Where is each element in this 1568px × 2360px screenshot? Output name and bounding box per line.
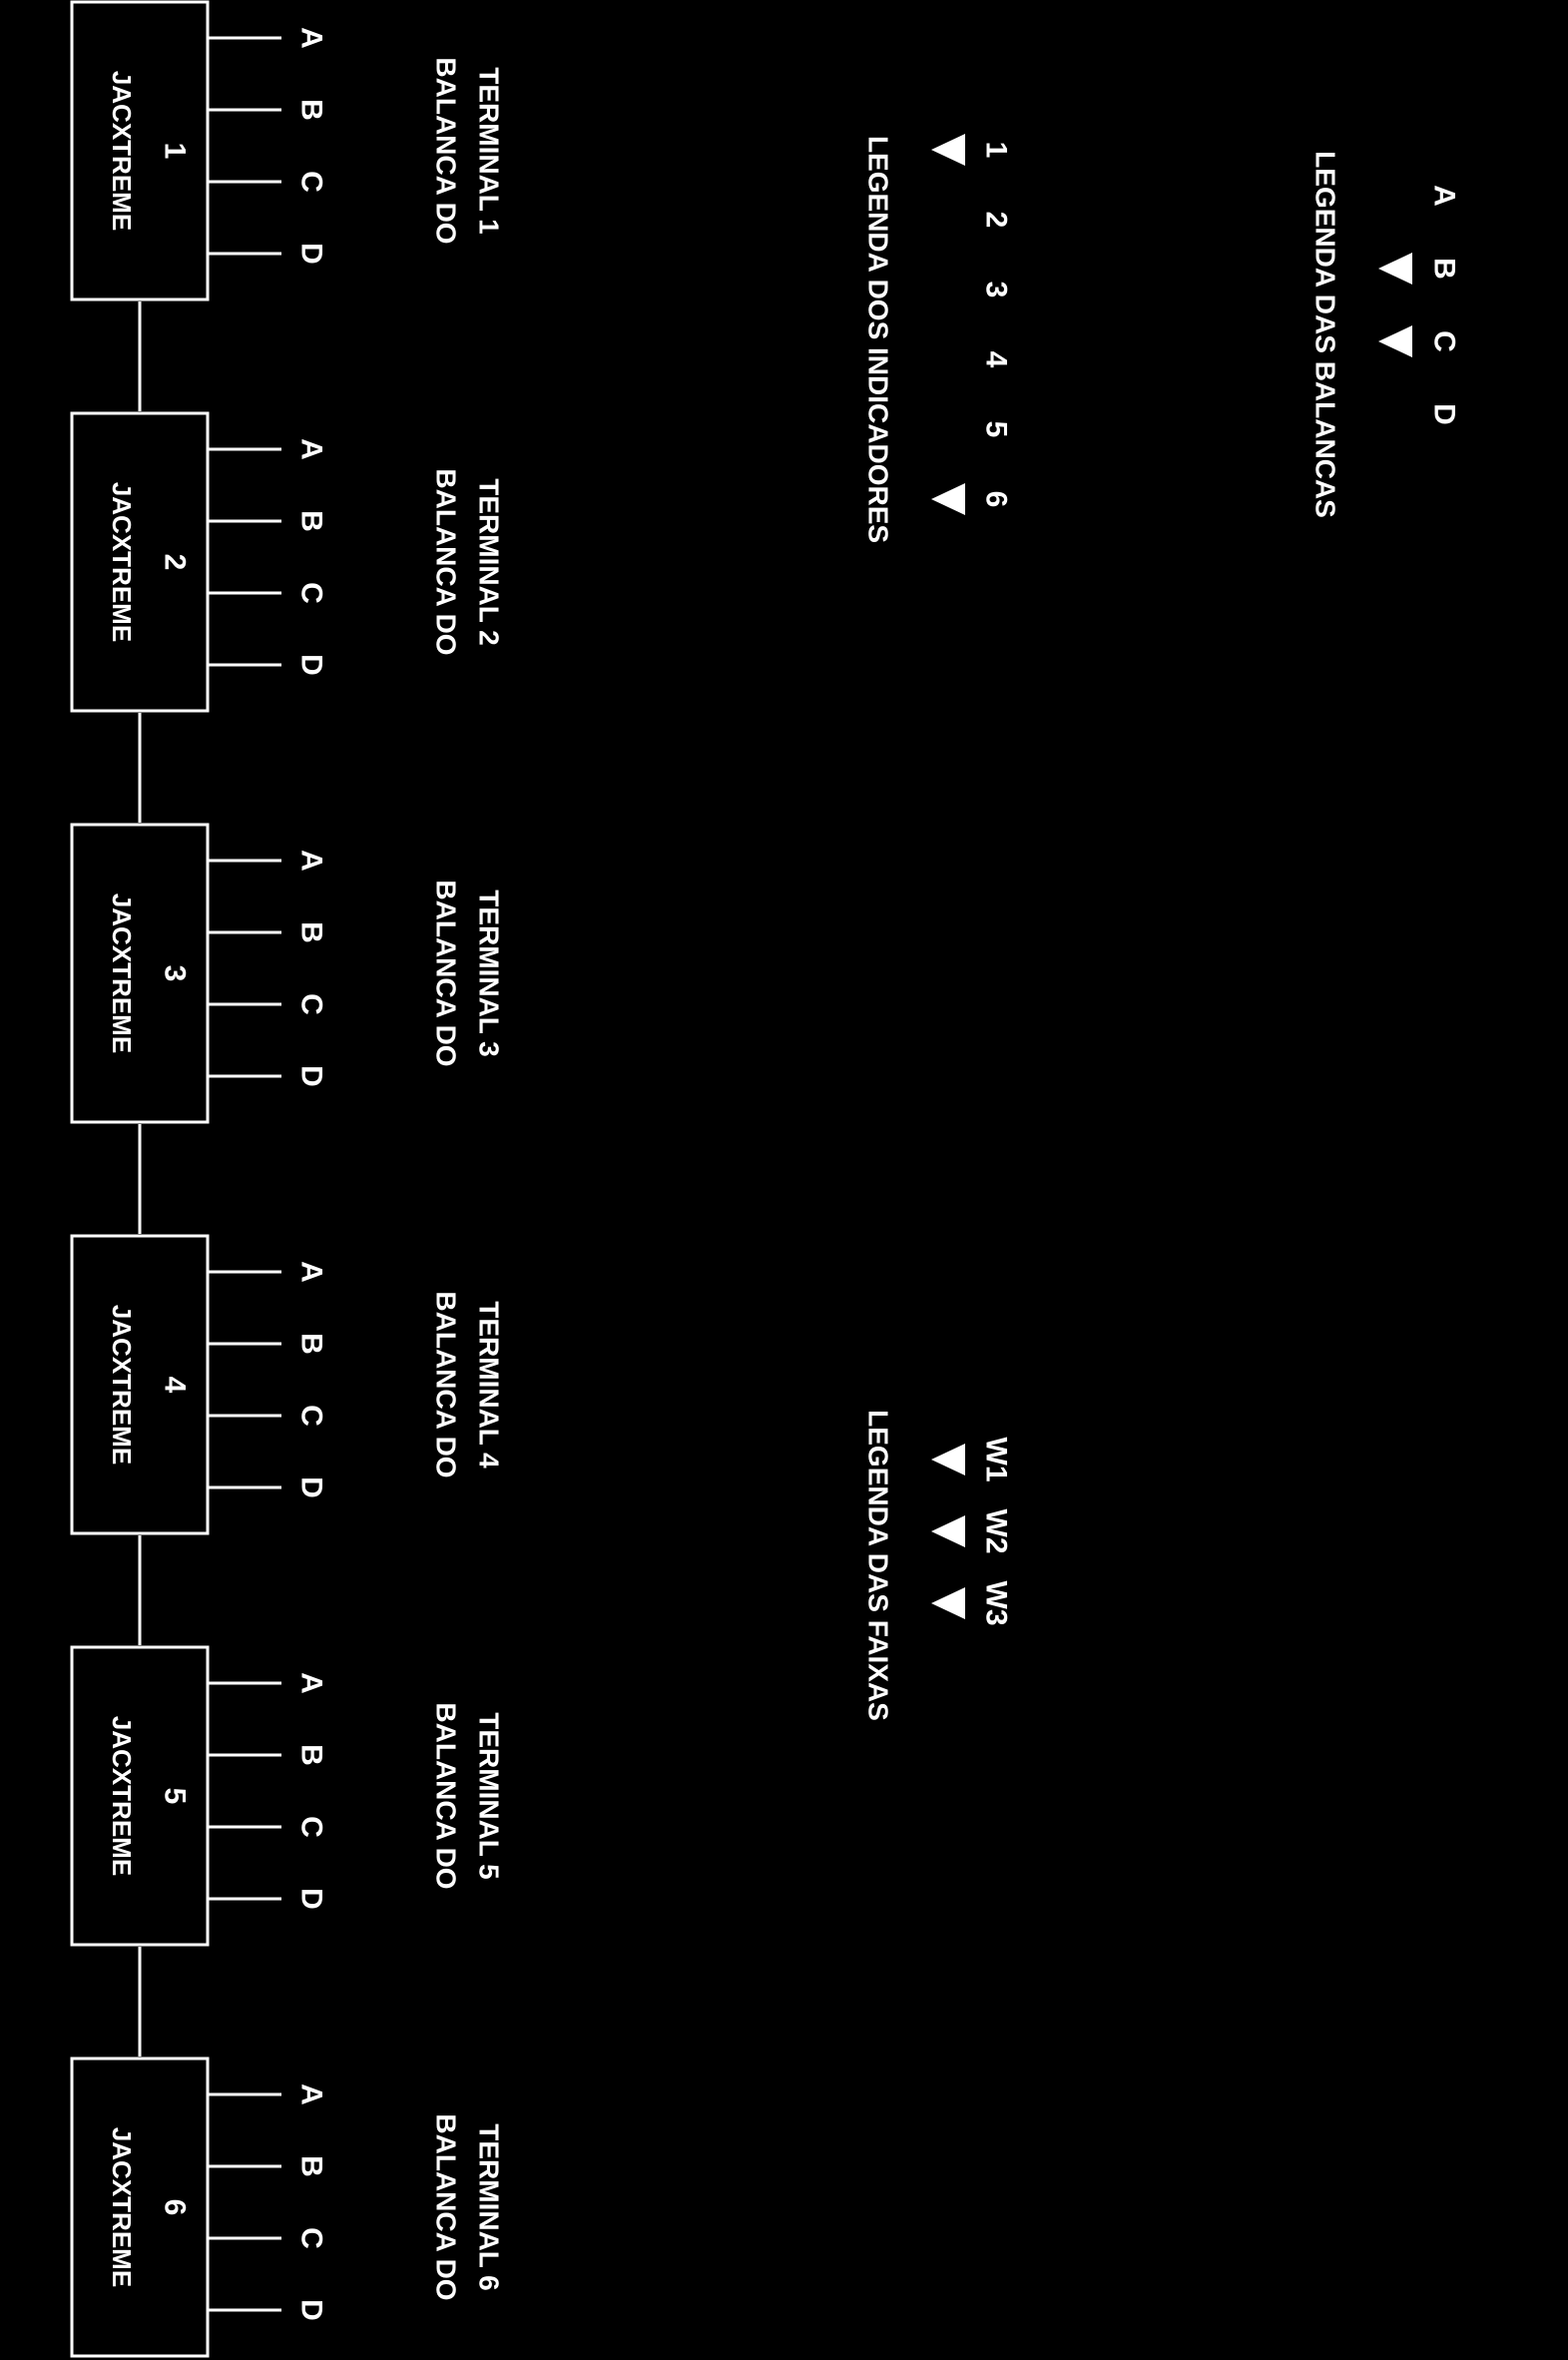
terminal-6: JACXTREME 6 A B C D TERMINAL 6 BALANCA DO — [70, 2057, 505, 2358]
terminal-caption: BALANCA DO — [431, 880, 462, 1066]
pin-label-d: D — [295, 243, 328, 265]
terminal-caption: BALANCA DO — [431, 1702, 462, 1889]
legend-item: 4 — [980, 351, 1013, 368]
legend-title: LEGENDA DAS BALANCAS — [1310, 151, 1341, 518]
legend-title: LEGENDA DOS INDICADORES — [863, 136, 894, 543]
pin-label-a: A — [295, 850, 328, 872]
pin-label-c: C — [295, 2227, 328, 2249]
legend-item: B — [1428, 258, 1461, 280]
terminal-box — [70, 823, 210, 1124]
device-label: JACXTREME — [107, 482, 137, 642]
terminal-3: JACXTREME 3 A B C D TERMINAL 3 BALANCA DO — [70, 823, 505, 1124]
terminal-box — [70, 0, 210, 301]
pin-label-d: D — [295, 1888, 328, 1910]
legend-item: W3 — [980, 1581, 1013, 1626]
pin-label-b: B — [295, 510, 328, 532]
pin-label-c: C — [295, 993, 328, 1015]
terminal-box — [70, 411, 210, 713]
device-number: 6 — [159, 2199, 192, 2216]
pin-label-d: D — [295, 654, 328, 676]
device-label: JACXTREME — [107, 2127, 137, 2287]
legend-marker-triangle — [931, 1587, 965, 1619]
terminal-4: JACXTREME 4 A B C D TERMINAL 4 BALANCA DO — [70, 1234, 505, 1535]
terminal-caption: BALANCA DO — [431, 468, 462, 655]
pin-label-d: D — [295, 1065, 328, 1087]
terminal-2: JACXTREME 2 A B C D TERMINAL 2 BALANCA DO — [70, 411, 505, 713]
terminal-5: JACXTREME 5 A B C D TERMINAL 5 BALANCA DO — [70, 1645, 505, 1947]
legend-item: A — [1428, 185, 1461, 207]
device-label: JACXTREME — [107, 1305, 137, 1465]
pin-label-b: B — [295, 921, 328, 943]
terminal-caption: TERMINAL 5 — [474, 1712, 505, 1880]
pin-label-c: C — [295, 1405, 328, 1427]
pin-label-b: B — [295, 1744, 328, 1766]
terminal-box — [70, 2057, 210, 2358]
pin-label-b: B — [295, 2155, 328, 2177]
device-number: 1 — [159, 143, 192, 160]
device-number: 4 — [159, 1377, 192, 1394]
legend-item: 6 — [980, 491, 1013, 508]
pin-label-c: C — [295, 171, 328, 193]
legend-item: W1 — [980, 1438, 1013, 1482]
legend-marker-triangle — [931, 134, 965, 166]
legend-item: 1 — [980, 142, 1013, 159]
terminal-caption: TERMINAL 3 — [474, 889, 505, 1057]
legend-marker-triangle — [931, 483, 965, 515]
terminal-caption: TERMINAL 4 — [474, 1301, 505, 1469]
pin-label-c: C — [295, 1816, 328, 1838]
terminal-caption: TERMINAL 2 — [474, 478, 505, 646]
terminal-caption: BALANCA DO — [431, 57, 462, 244]
pin-label-b: B — [295, 1333, 328, 1355]
pin-label-d: D — [295, 1476, 328, 1498]
device-number: 2 — [159, 554, 192, 571]
terminal-caption: TERMINAL 1 — [474, 67, 505, 235]
legend-balancas: LEGENDA DAS BALANCAS A B C D — [1310, 151, 1461, 518]
legend-title: LEGENDA DAS FAIXAS — [863, 1410, 894, 1721]
legend-marker-triangle — [931, 1444, 965, 1475]
pin-label-a: A — [295, 438, 328, 460]
legend-item: 3 — [980, 282, 1013, 298]
terminal-box — [70, 1234, 210, 1535]
device-label: JACXTREME — [107, 1716, 137, 1876]
pin-label-a: A — [295, 27, 328, 49]
legend-marker-triangle — [931, 1515, 965, 1547]
device-number: 5 — [159, 1788, 192, 1805]
terminal-caption: TERMINAL 6 — [474, 2123, 505, 2291]
legend-item: C — [1428, 330, 1461, 352]
legend-indicadores: LEGENDA DOS INDICADORES 1 2 3 4 5 6 — [863, 134, 1013, 543]
pin-label-b: B — [295, 99, 328, 121]
legend-item: 5 — [980, 421, 1013, 438]
legend-item: W2 — [980, 1509, 1013, 1554]
device-number: 3 — [159, 965, 192, 982]
terminal-caption: BALANCA DO — [431, 1291, 462, 1477]
device-label: JACXTREME — [107, 71, 137, 231]
pin-label-d: D — [295, 2299, 328, 2321]
pin-label-c: C — [295, 582, 328, 604]
terminal-caption: BALANCA DO — [431, 2113, 462, 2300]
pin-label-a: A — [295, 1672, 328, 1694]
legend-item: 2 — [980, 212, 1013, 229]
pin-label-a: A — [295, 2083, 328, 2105]
legend-item: D — [1428, 403, 1461, 425]
legend-marker-triangle — [1378, 253, 1412, 285]
legend-marker-triangle — [1378, 325, 1412, 357]
terminal-box — [70, 1645, 210, 1947]
terminal-1: JACXTREME 1 A B C D TERMINAL 1 BALANCA DO — [70, 0, 505, 301]
device-label: JACXTREME — [107, 893, 137, 1053]
pin-label-a: A — [295, 1261, 328, 1283]
